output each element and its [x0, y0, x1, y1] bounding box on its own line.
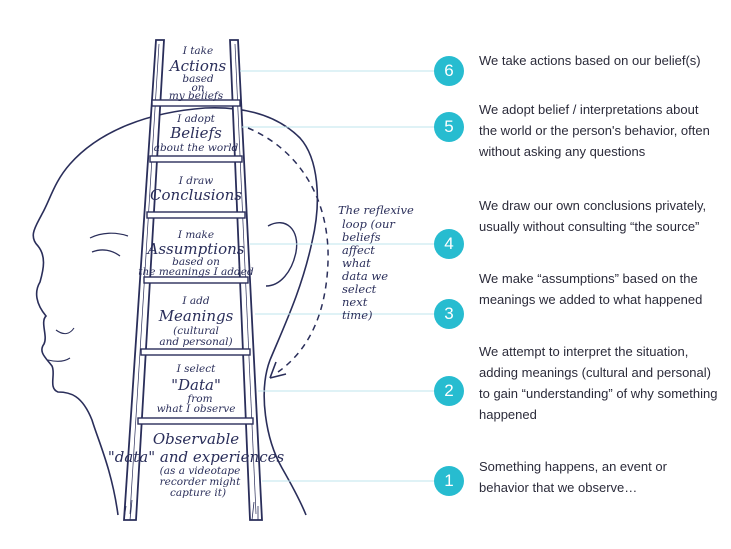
step-description: Something happens, an event or behavior …: [479, 459, 667, 495]
rung-label: about the world: [154, 142, 239, 154]
rung-label: on: [191, 82, 204, 94]
rung-label: based: [182, 73, 214, 85]
reflexive-loop-arrowhead: [269, 361, 287, 379]
nostril-mark: [55, 327, 75, 335]
step-description: We take actions based on our belief(s): [479, 53, 701, 68]
rung-label-title: "Data": [171, 376, 221, 394]
step-number-badge: 2: [434, 376, 464, 406]
lips-mark: [47, 357, 71, 362]
rung: [140, 348, 251, 356]
rung: [149, 155, 243, 163]
rung: [151, 99, 241, 107]
step-description: We adopt belief / interpretations about …: [479, 102, 710, 159]
rung-label-title: Beliefs: [169, 124, 222, 142]
connector-lines: [240, 70, 434, 482]
step-description: We make “assumptions” based on the meani…: [479, 271, 703, 307]
step-number-badge: 6: [434, 56, 464, 86]
rung-label-title: Observable: [153, 430, 239, 448]
rung-label: I draw: [178, 175, 213, 187]
rung-label-title: "data" and experiences: [108, 448, 285, 466]
rung-label: I add: [181, 295, 209, 307]
eyebrow-mark: [89, 232, 129, 239]
rung-label: the meanings I added: [138, 266, 254, 278]
rung-label: I take: [182, 45, 214, 57]
rung-label: recorder might: [160, 476, 242, 488]
reflexive-loop-label: The reflexive loop (our beliefs affect w…: [338, 203, 414, 322]
rung-label-title: Assumptions: [146, 240, 245, 258]
rung-label: (as a videotape: [160, 465, 241, 477]
loop-line: next: [342, 295, 368, 309]
rung-label: and personal): [159, 336, 232, 348]
loop-line: affect: [342, 243, 375, 257]
rung-label: I make: [177, 229, 214, 241]
loop-line: what: [342, 256, 371, 270]
ear-outline: [265, 222, 298, 287]
head-outline: [32, 106, 319, 516]
rung-label: I adopt: [176, 113, 216, 125]
rung-label: capture it): [170, 487, 226, 499]
rung-label-title: Conclusions: [150, 186, 242, 204]
step-number-badge: 3: [434, 299, 464, 329]
loop-line: data we: [342, 269, 388, 283]
rail-feet-hatch: [123, 499, 259, 521]
step-description: We attempt to interpret the situation, a…: [479, 344, 718, 422]
loop-line: The reflexive: [338, 203, 414, 217]
loop-line: loop (our: [342, 217, 396, 231]
step-number-badge: 1: [434, 466, 464, 496]
step-number-badge: 4: [434, 229, 464, 259]
rung-label: what I observe: [157, 403, 236, 415]
rung-label-title: Actions: [168, 57, 227, 75]
rung-label: from: [186, 393, 212, 405]
loop-line: beliefs: [342, 230, 381, 244]
rung-label: I select: [176, 363, 217, 375]
rung: [146, 211, 246, 219]
loop-line: time): [342, 308, 373, 322]
step-number-badge: 5: [434, 112, 464, 142]
eye-mark: [91, 249, 121, 257]
loop-line: select: [342, 282, 377, 296]
step-description: We draw our own conclusions privately, u…: [479, 198, 707, 234]
ladder-rungs: [137, 99, 254, 425]
rung: [143, 276, 249, 284]
rung-labels: I take Actions based on my beliefs I ado…: [108, 45, 285, 499]
rung-label: my beliefs: [169, 90, 224, 102]
reflexive-loop-arrow: [247, 127, 329, 373]
rung: [137, 417, 254, 425]
rung-label: based on: [172, 256, 220, 268]
rung-label: (cultural: [173, 325, 219, 337]
rung-label-title: Meanings: [158, 307, 234, 325]
